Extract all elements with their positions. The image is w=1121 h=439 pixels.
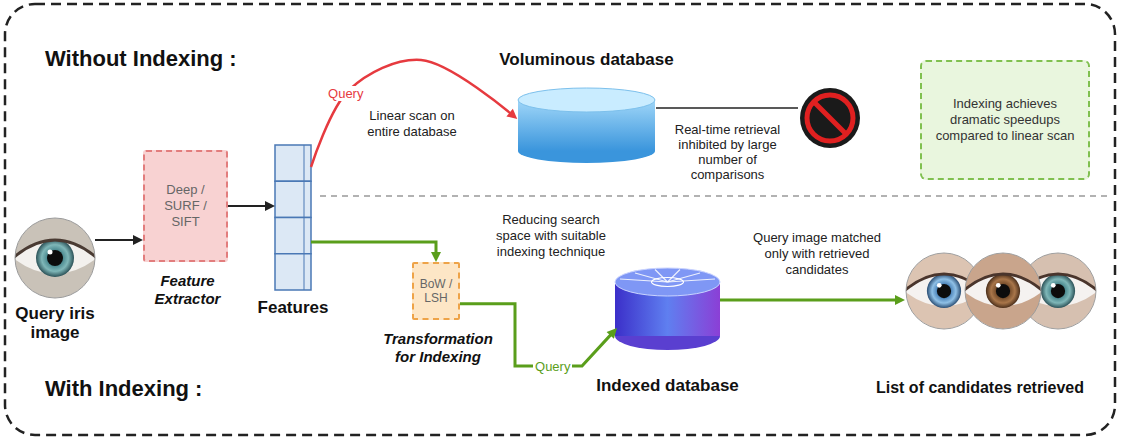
iris-photo	[13, 218, 97, 298]
edge-label: Query	[533, 359, 572, 374]
box-text: Deep / SURF / SIFT	[163, 182, 208, 230]
box-caption: List of candidates retrieved	[855, 378, 1105, 397]
iris-photo	[48, 250, 53, 255]
candidate-iris-photo	[937, 284, 951, 298]
feature-vector-cells	[304, 145, 305, 290]
box-caption: Query iris image	[5, 304, 105, 342]
annotation: Linear scan on entire database	[362, 108, 462, 140]
feature-vector-cells	[275, 218, 311, 254]
box-text: BoW / LSH	[418, 277, 454, 305]
feature-vector-cells	[275, 145, 311, 290]
edge-label: Query	[326, 86, 365, 101]
feature-vector-cells	[275, 254, 311, 290]
indexed-database-symbol	[615, 268, 720, 296]
iris-photo	[13, 218, 97, 298]
feature-extractor-box: Deep / SURF / SIFTFeature Extractor	[143, 150, 228, 262]
section-heading: Without Indexing :	[45, 46, 237, 72]
candidate-iris-photo	[963, 274, 1043, 291]
candidate-iris-photo	[1041, 274, 1075, 308]
candidate-iris-photo	[965, 253, 1041, 329]
indexed-database-symbol	[652, 278, 684, 287]
iris-photo	[13, 240, 97, 258]
prohibited-symbol	[800, 88, 860, 148]
connector-arrow	[95, 239, 135, 241]
indexed-database-symbol	[655, 270, 668, 283]
candidate-iris-photo	[996, 283, 1001, 288]
candidate-iris-photo	[963, 253, 1043, 329]
candidate-images: List of candidates retrieved	[905, 250, 1097, 332]
box-caption: Feature Extractor	[128, 272, 248, 308]
annotation: Reducing search space with suitable inde…	[490, 212, 612, 260]
connector-arrow	[311, 60, 511, 167]
annotation: Query image matched only with retrieved …	[742, 230, 892, 278]
box-caption: Indexed database	[578, 376, 758, 395]
section-heading: With Indexing :	[45, 376, 202, 402]
candidate-iris-photo	[1051, 283, 1056, 288]
prohibited-symbol	[800, 88, 860, 148]
box-text: Indexing achieves dramatic speedups comp…	[934, 96, 1076, 144]
section-divider	[320, 195, 1108, 197]
feature-vector: Features	[275, 145, 311, 290]
query-iris-image: Query iris image	[15, 218, 95, 298]
database-cylinder: Voluminous database	[518, 88, 655, 163]
annotation: Real-time retrieval inhibited by large n…	[660, 122, 795, 182]
database-symbol	[518, 88, 655, 163]
feature-vector-cells	[275, 181, 311, 217]
indexing-box: BoW / LSHTransformation for Indexing	[412, 262, 460, 320]
candidate-iris-photo	[1051, 284, 1065, 298]
iris-photo	[47, 250, 63, 266]
connector-arrow	[228, 205, 267, 207]
database-symbol	[518, 88, 655, 112]
iris-photo	[36, 239, 74, 277]
prohibited-symbol	[807, 95, 853, 141]
feature-vector-cells	[275, 145, 311, 181]
box-caption: Transformation for Indexing	[373, 330, 503, 366]
note-box: Indexing achieves dramatic speedups comp…	[920, 60, 1090, 180]
outer-border	[5, 4, 1115, 435]
iris-photo	[15, 218, 95, 298]
box-caption: Voluminous database	[477, 50, 697, 69]
indexed-database-symbol	[668, 279, 716, 282]
indexed-database-symbol	[615, 268, 720, 350]
candidate-iris-photo	[927, 274, 961, 308]
box-caption: Features	[243, 298, 343, 317]
candidate-iris-photo	[996, 284, 1010, 298]
prohibited-symbol	[814, 102, 846, 134]
blocked-line	[656, 107, 798, 109]
candidate-iris-photo	[986, 274, 1020, 308]
indexed-database: Indexed database	[615, 268, 720, 350]
connector-arrow	[720, 299, 897, 302]
candidate-iris-photo	[963, 253, 1043, 329]
connector-arrow	[311, 242, 436, 254]
candidate-iris-photo	[937, 283, 942, 288]
